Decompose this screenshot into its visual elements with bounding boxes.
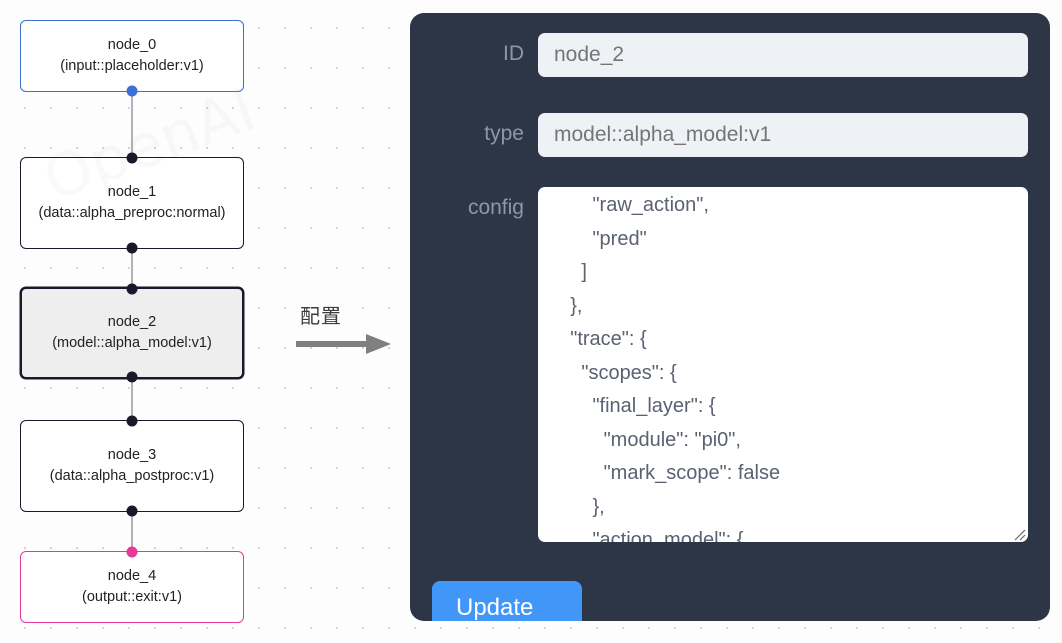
config-textarea[interactable] bbox=[538, 187, 1028, 542]
node-subtitle: (data::alpha_postproc:v1) bbox=[49, 468, 215, 484]
field-row-id: ID bbox=[422, 33, 1028, 77]
node-handle-top[interactable] bbox=[126, 415, 138, 427]
id-label: ID bbox=[503, 42, 524, 65]
arrow-right-icon bbox=[296, 334, 391, 354]
edge-node1-node2 bbox=[131, 249, 133, 287]
id-input[interactable] bbox=[538, 33, 1028, 77]
flow-node-node_4[interactable]: node_4 (output::exit:v1) bbox=[20, 546, 244, 623]
node-handle-bottom[interactable] bbox=[126, 242, 138, 254]
node-title: node_1 bbox=[107, 183, 157, 200]
node-subtitle: (data::alpha_preproc:normal) bbox=[38, 205, 226, 221]
flow-node-node_1[interactable]: node_1 (data::alpha_preproc:normal) bbox=[20, 152, 244, 254]
node-handle-top[interactable] bbox=[126, 546, 138, 558]
field-row-type: type bbox=[422, 113, 1028, 157]
node-inspector-panel: ID type config Update bbox=[410, 13, 1050, 621]
node-title: node_3 bbox=[107, 446, 157, 463]
node-handle-bottom[interactable] bbox=[126, 505, 138, 517]
node-subtitle: (output::exit:v1) bbox=[82, 589, 182, 605]
flow-node-node_0[interactable]: node_0 (input::placeholder:v1) bbox=[20, 20, 244, 97]
node-handle-bottom[interactable] bbox=[126, 371, 138, 383]
config-label: config bbox=[467, 196, 524, 219]
flow-node-node_3[interactable]: node_3 (data::alpha_postproc:v1) bbox=[20, 415, 244, 517]
node-handle-top[interactable] bbox=[126, 283, 138, 295]
field-row-config: config bbox=[422, 187, 1028, 542]
node-title: node_0 bbox=[107, 36, 157, 53]
node-subtitle: (input::placeholder:v1) bbox=[60, 58, 204, 74]
edge-node3-node4 bbox=[131, 512, 133, 551]
node-subtitle: (model::alpha_model:v1) bbox=[52, 335, 212, 351]
annotation-group: 配置 bbox=[296, 300, 406, 360]
config-editor-wrap bbox=[538, 187, 1028, 542]
edge-node2-node3 bbox=[131, 379, 133, 420]
type-input[interactable] bbox=[538, 113, 1028, 157]
flow-node-node_2[interactable]: node_2 (model::alpha_model:v1) bbox=[20, 283, 244, 383]
edge-node0-node1 bbox=[131, 92, 133, 157]
node-title: node_2 bbox=[107, 313, 157, 330]
node-handle-top[interactable] bbox=[126, 152, 138, 164]
type-label: type bbox=[484, 122, 524, 145]
node-title: node_4 bbox=[107, 567, 157, 584]
annotation-label: 配置 bbox=[300, 304, 342, 328]
update-button[interactable]: Update bbox=[432, 581, 582, 621]
node-handle-bottom[interactable] bbox=[126, 85, 138, 97]
